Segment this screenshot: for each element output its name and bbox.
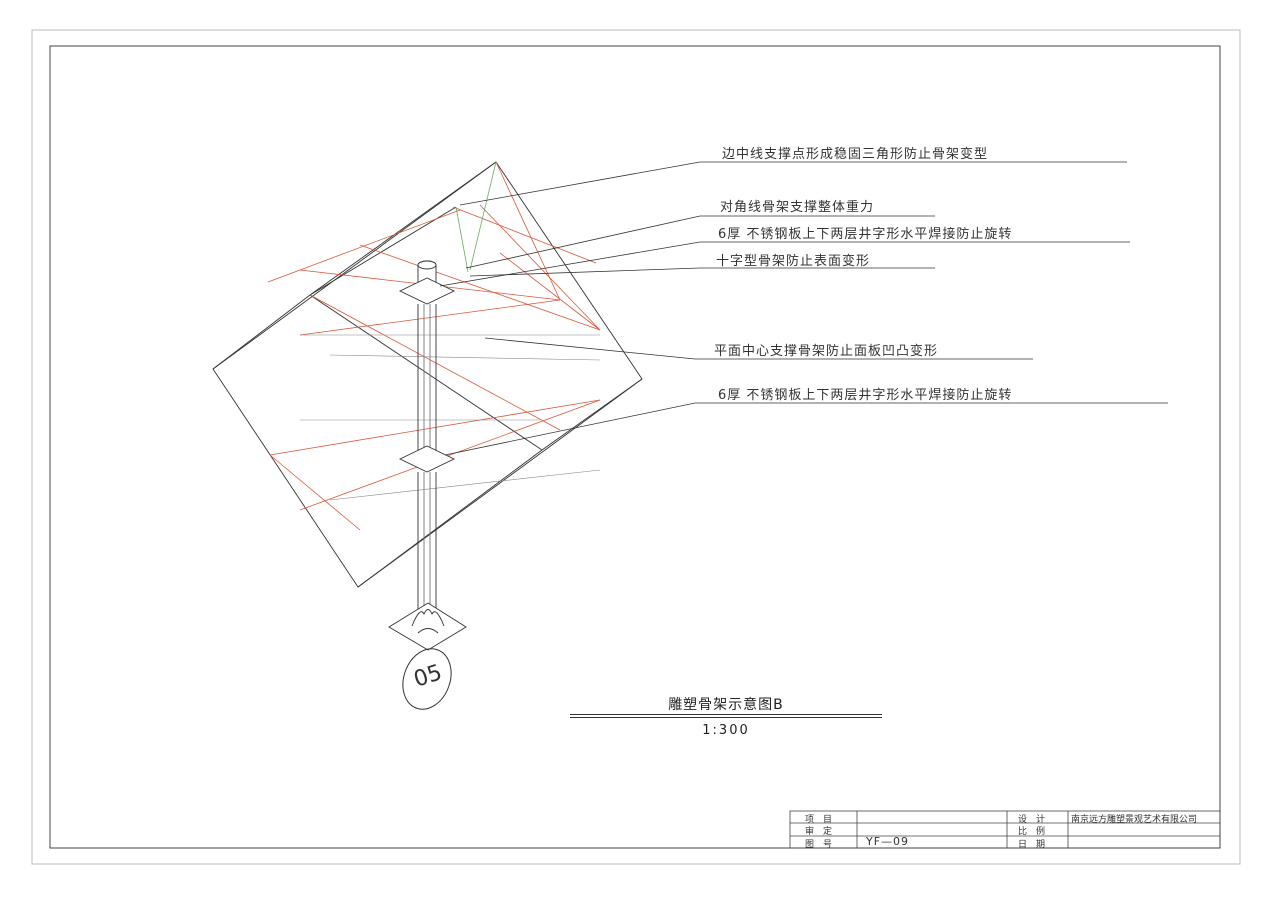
review-label: 审 定 [805, 827, 833, 837]
drawing-no: YF—09 [866, 835, 910, 848]
scale-label: 比 例 [1018, 827, 1046, 837]
leader-lines [439, 161, 1168, 456]
cube-outline [212, 161, 643, 588]
title-block-grid [789, 810, 1221, 849]
callout-cross-frame: 十字型骨架防止表面变形 [716, 254, 871, 269]
title-underline-second [570, 717, 882, 718]
green-diagonals [455, 161, 497, 273]
drawing-no-label: 图 号 [805, 840, 833, 850]
central-column [388, 260, 467, 651]
design-label: 设 计 [1018, 815, 1046, 825]
callout-center-support: 平面中心支撑骨架防止面板凹凸变形 [714, 344, 939, 359]
outer-border [31, 29, 1241, 865]
callout-steel-plate-upper: 6厚 不锈钢板上下两层井字形水平焊接防止旋转 [718, 227, 1013, 242]
gray-guide-lines [300, 334, 601, 501]
callout-diagonal-support: 对角线骨架支撑整体重力 [720, 200, 875, 215]
design-company: 南京远方雕塑景观艺术有限公司 [1071, 815, 1198, 825]
date-label: 日 期 [1018, 840, 1046, 850]
title-underline [570, 714, 882, 715]
drawing-title-block: 雕塑骨架示意图B 1:300 [570, 694, 882, 738]
callout-steel-plate-lower: 6厚 不锈钢板上下两层井字形水平焊接防止旋转 [718, 388, 1013, 403]
project-label: 项 目 [805, 815, 833, 825]
badge-circle [402, 648, 452, 710]
callout-triangle-support: 边中线支撑点形成稳固三角形防止骨架变型 [722, 147, 989, 162]
red-frame-lines [267, 161, 601, 531]
drawing-title: 雕塑骨架示意图B [668, 697, 784, 713]
inner-border [49, 45, 1221, 849]
drawing-scale: 1:300 [702, 723, 750, 738]
